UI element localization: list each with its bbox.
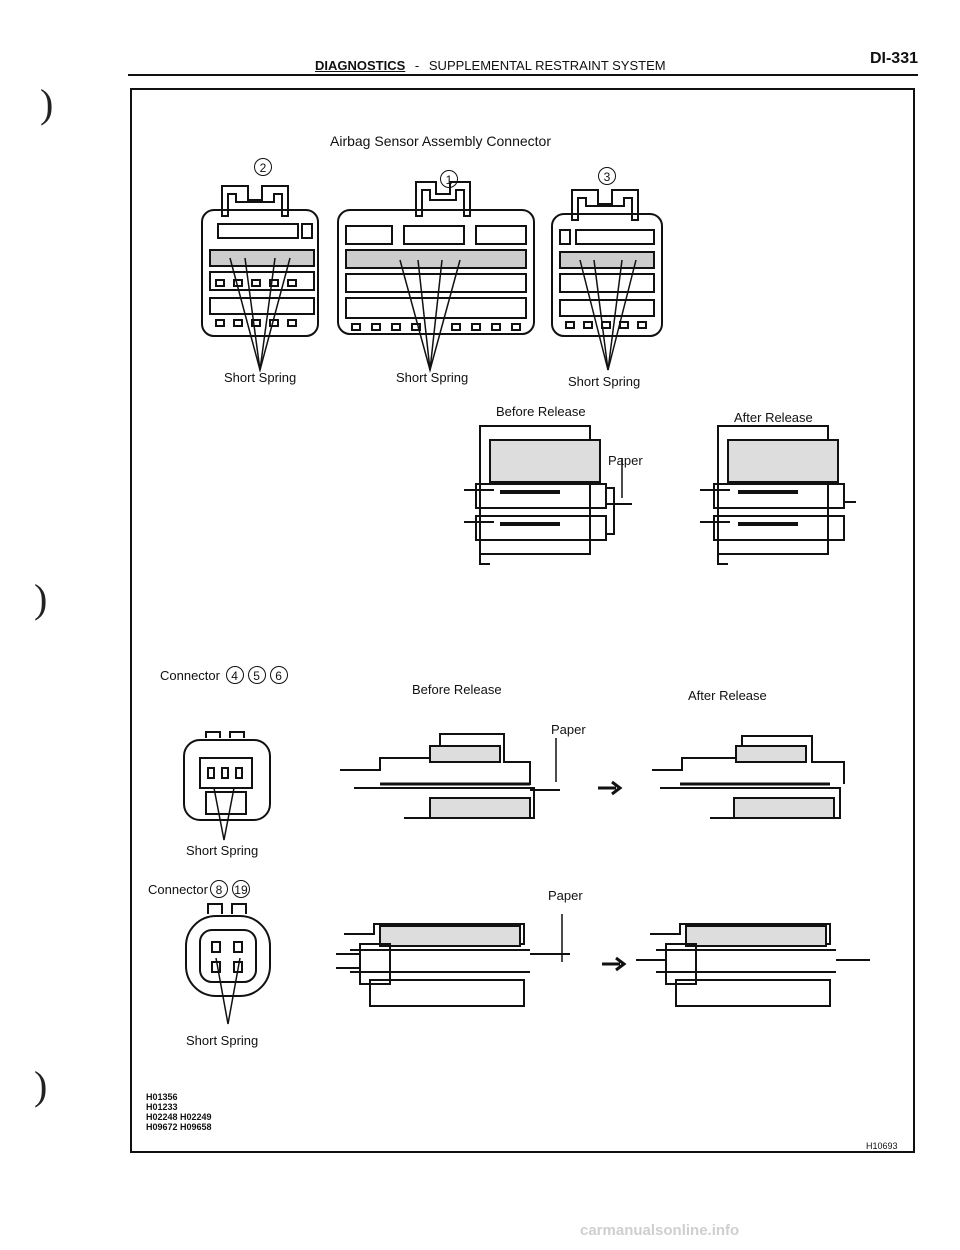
- arrow-mid: [598, 780, 623, 796]
- subsection-title: SUPPLEMENTAL RESTRAINT SYSTEM: [428, 58, 666, 73]
- figure-code: H10693: [866, 1141, 898, 1151]
- paper-label-top: Paper: [608, 453, 643, 468]
- header-separator: -: [414, 58, 420, 73]
- figure-frame: [130, 88, 915, 1153]
- figure-title: Airbag Sensor Assembly Connector: [330, 133, 551, 149]
- binder-mark: ): [40, 81, 54, 126]
- connector-id-2: 2: [252, 158, 274, 177]
- connector-2-shape: [201, 185, 319, 373]
- connector-1-shape: [337, 181, 535, 373]
- page-number: DI-331: [869, 50, 918, 67]
- connector-3-shape: [551, 189, 663, 371]
- release-drawing-bottom: [336, 914, 870, 1007]
- paper-label-bottom: Paper: [548, 888, 583, 903]
- after-release-connector-mid: [652, 735, 845, 819]
- before-release-connector-mid: [340, 733, 560, 819]
- ref-code: H01356: [146, 1092, 178, 1102]
- before-release-label-top: Before Release: [496, 404, 586, 419]
- release-drawing-top: [464, 425, 856, 565]
- short-spring-label-2: Short Spring: [224, 370, 297, 385]
- connector-456-drawing: [183, 731, 271, 841]
- short-spring-label-1: Short Spring: [396, 370, 469, 385]
- after-release-label-mid: After Release: [688, 688, 767, 703]
- short-spring-label-456: Short Spring: [186, 843, 259, 858]
- header-rule: [128, 74, 918, 76]
- release-drawing-mid: [340, 733, 845, 819]
- binder-mark: ): [34, 576, 48, 621]
- watermark: carmanualsonline.info: [580, 1222, 740, 1239]
- before-release-connector: [464, 425, 615, 565]
- short-spring-label-8-19: Short Spring: [186, 1033, 259, 1048]
- paper-label-mid: Paper: [551, 722, 586, 737]
- after-release-label-top: After Release: [734, 410, 813, 425]
- page-header: DIAGNOSTICS - SUPPLEMENTAL RESTRAINT SYS…: [315, 58, 666, 73]
- connector-8-19-drawing: [185, 903, 271, 1025]
- airbag-sensor-connector-drawing: [201, 181, 663, 373]
- connector-id-3: 3: [596, 167, 618, 186]
- binder-mark: ): [34, 1063, 48, 1108]
- ref-code: H09672 H09658: [146, 1122, 212, 1132]
- before-release-connector-bottom: [336, 923, 570, 1007]
- arrow-bottom: [602, 956, 627, 972]
- after-release-connector: [700, 425, 856, 565]
- before-release-label-mid: Before Release: [412, 682, 502, 697]
- ref-code: H01233: [146, 1102, 178, 1112]
- section-title: DIAGNOSTICS: [315, 58, 406, 73]
- short-spring-label-3: Short Spring: [568, 374, 641, 389]
- after-release-connector-bottom: [636, 923, 870, 1007]
- ref-codes: H01356 H01233 H02248 H02249 H09672 H0965…: [146, 1092, 212, 1132]
- ref-code: H02248 H02249: [146, 1112, 212, 1122]
